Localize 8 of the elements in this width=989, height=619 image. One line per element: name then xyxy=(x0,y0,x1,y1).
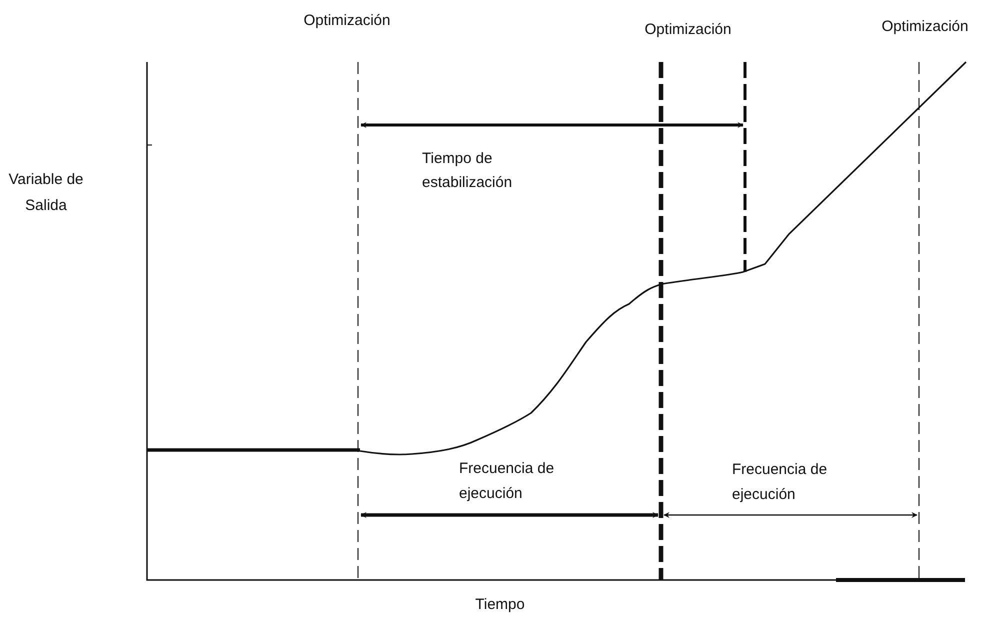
dimension-label: Frecuencia de ejecución xyxy=(732,460,828,505)
axis-title: Variable de Salida xyxy=(8,170,84,216)
axis-title: Tiempo xyxy=(474,596,526,614)
dimension-label: Tiempo de estabilización xyxy=(422,149,514,193)
axis-annotation: Optimización xyxy=(302,12,392,30)
dimension-label: Frecuencia de ejecución xyxy=(459,459,556,504)
axis-annotation: Optimización xyxy=(644,21,732,39)
axis-annotation: Optimización xyxy=(880,18,970,36)
